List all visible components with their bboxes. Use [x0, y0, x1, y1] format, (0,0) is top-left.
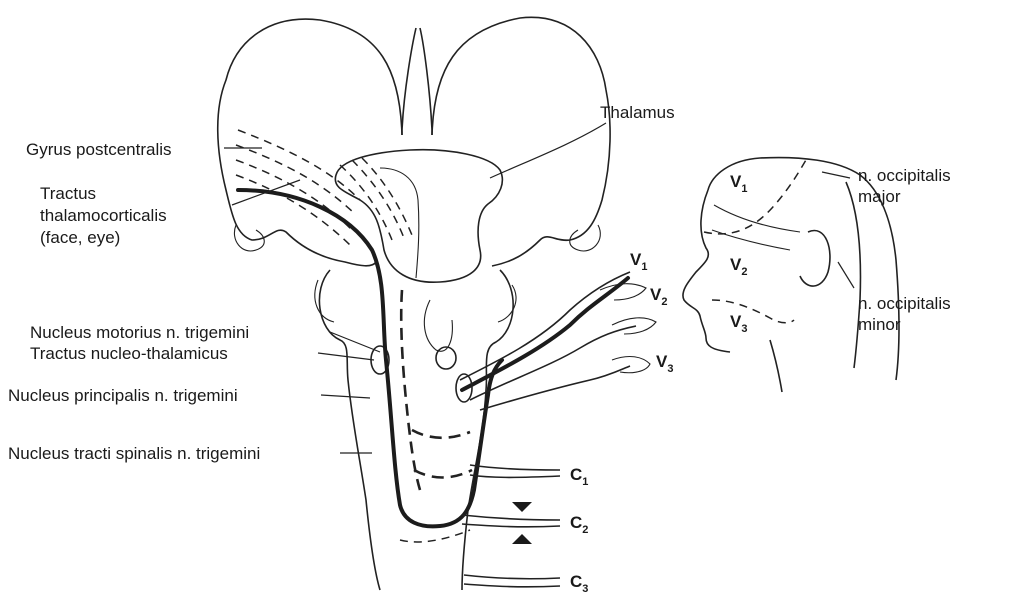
- label-tractus-line3: (face, eye): [40, 227, 120, 248]
- label-occipitalis-major-line2: major: [858, 186, 901, 207]
- label-leaders: [224, 123, 854, 453]
- label-face-v2: V2: [730, 255, 747, 282]
- label-tractus-nucleo-thalamicus: Tractus nucleo-thalamicus: [30, 343, 228, 364]
- label-face-v1: V1: [730, 172, 747, 199]
- label-nucleus-principalis: Nucleus principalis n. trigemini: [8, 385, 238, 406]
- thalamus-shape: [335, 150, 502, 283]
- label-c3: C3: [570, 572, 588, 599]
- label-branch-v3: V3: [656, 352, 673, 379]
- trigeminal-lemniscus-path: [238, 190, 502, 542]
- label-gyrus-postcentralis: Gyrus postcentralis: [26, 139, 172, 160]
- label-c1: C1: [570, 465, 588, 492]
- label-tractus-line1: Tractus: [40, 183, 96, 204]
- label-occipitalis-minor-line2: minor: [858, 314, 901, 335]
- thalamocortical-fibers: [236, 130, 414, 245]
- label-nucleus-motorius: Nucleus motorius n. trigemini: [30, 322, 249, 343]
- cerebrum-outline: [218, 17, 610, 266]
- label-branch-v2: V2: [650, 285, 667, 312]
- label-nucleus-tracti-spinalis: Nucleus tracti spinalis n. trigemini: [8, 443, 260, 464]
- label-face-v3: V3: [730, 312, 747, 339]
- label-occipitalis-minor-line1: n. occipitalis: [858, 293, 951, 314]
- label-occipitalis-major-line1: n. occipitalis: [858, 165, 951, 186]
- label-branch-v1: V1: [630, 250, 647, 277]
- label-thalamus: Thalamus: [600, 102, 675, 123]
- label-c2: C2: [570, 513, 588, 540]
- label-tractus-line2: thalamocorticalis: [40, 205, 167, 226]
